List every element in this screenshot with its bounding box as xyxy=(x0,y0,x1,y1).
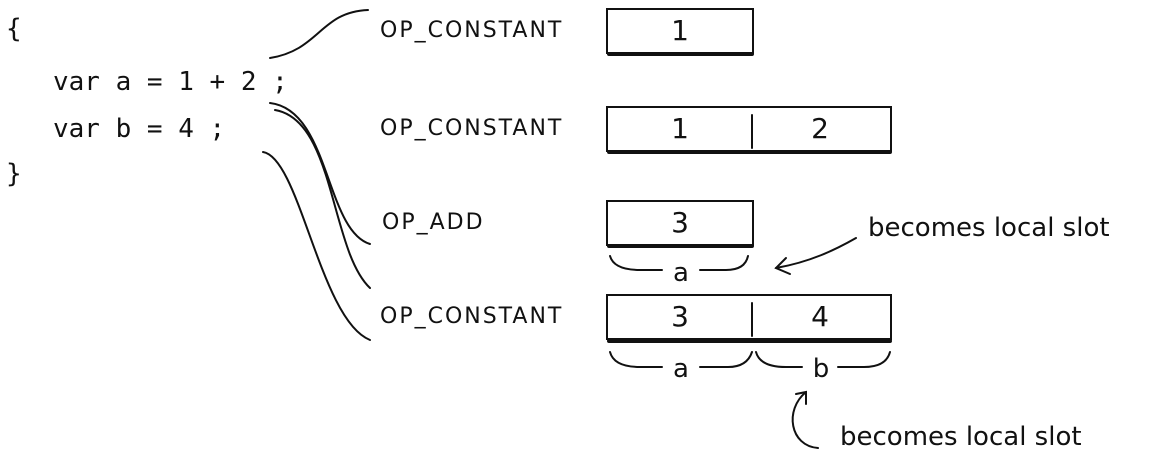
stack-value: 3 xyxy=(671,300,689,333)
annotation-note: becomes local slot xyxy=(840,422,1082,452)
stack-value: 2 xyxy=(811,112,829,145)
brace-row3-a xyxy=(609,255,749,271)
arrow-note1 xyxy=(775,237,857,269)
code-line-1: var a = 1 + 2 ; xyxy=(53,67,288,97)
slot-label: a xyxy=(673,258,689,288)
opcode-label: OP_CONSTANT xyxy=(380,116,564,141)
opcode-label: OP_CONSTANT xyxy=(380,304,564,329)
connector-curve-4 xyxy=(262,151,371,341)
arrow-note2 xyxy=(791,391,819,449)
opcode-label: OP_CONSTANT xyxy=(380,18,564,43)
arrowhead-note1 xyxy=(774,257,791,275)
code-open-brace: { xyxy=(6,14,22,44)
code-line-2: var b = 4 ; xyxy=(53,114,226,144)
slot-label: b xyxy=(812,354,830,384)
stack-value: 3 xyxy=(671,206,689,239)
stack-value: 4 xyxy=(811,300,829,333)
stack-value: 1 xyxy=(671,112,689,145)
connector-curve-3 xyxy=(274,109,371,289)
brace-row4-b xyxy=(755,351,891,368)
code-close-brace: } xyxy=(6,159,22,189)
stack-value: 1 xyxy=(671,14,689,47)
opcode-label: OP_ADD xyxy=(382,210,485,235)
slot-label: a xyxy=(673,354,689,384)
annotation-note: becomes local slot xyxy=(868,213,1110,243)
connector-curve-1 xyxy=(269,9,369,59)
arrowhead-note2 xyxy=(795,390,807,405)
connector-curve-2 xyxy=(269,102,371,245)
brace-row4-a xyxy=(609,351,753,368)
